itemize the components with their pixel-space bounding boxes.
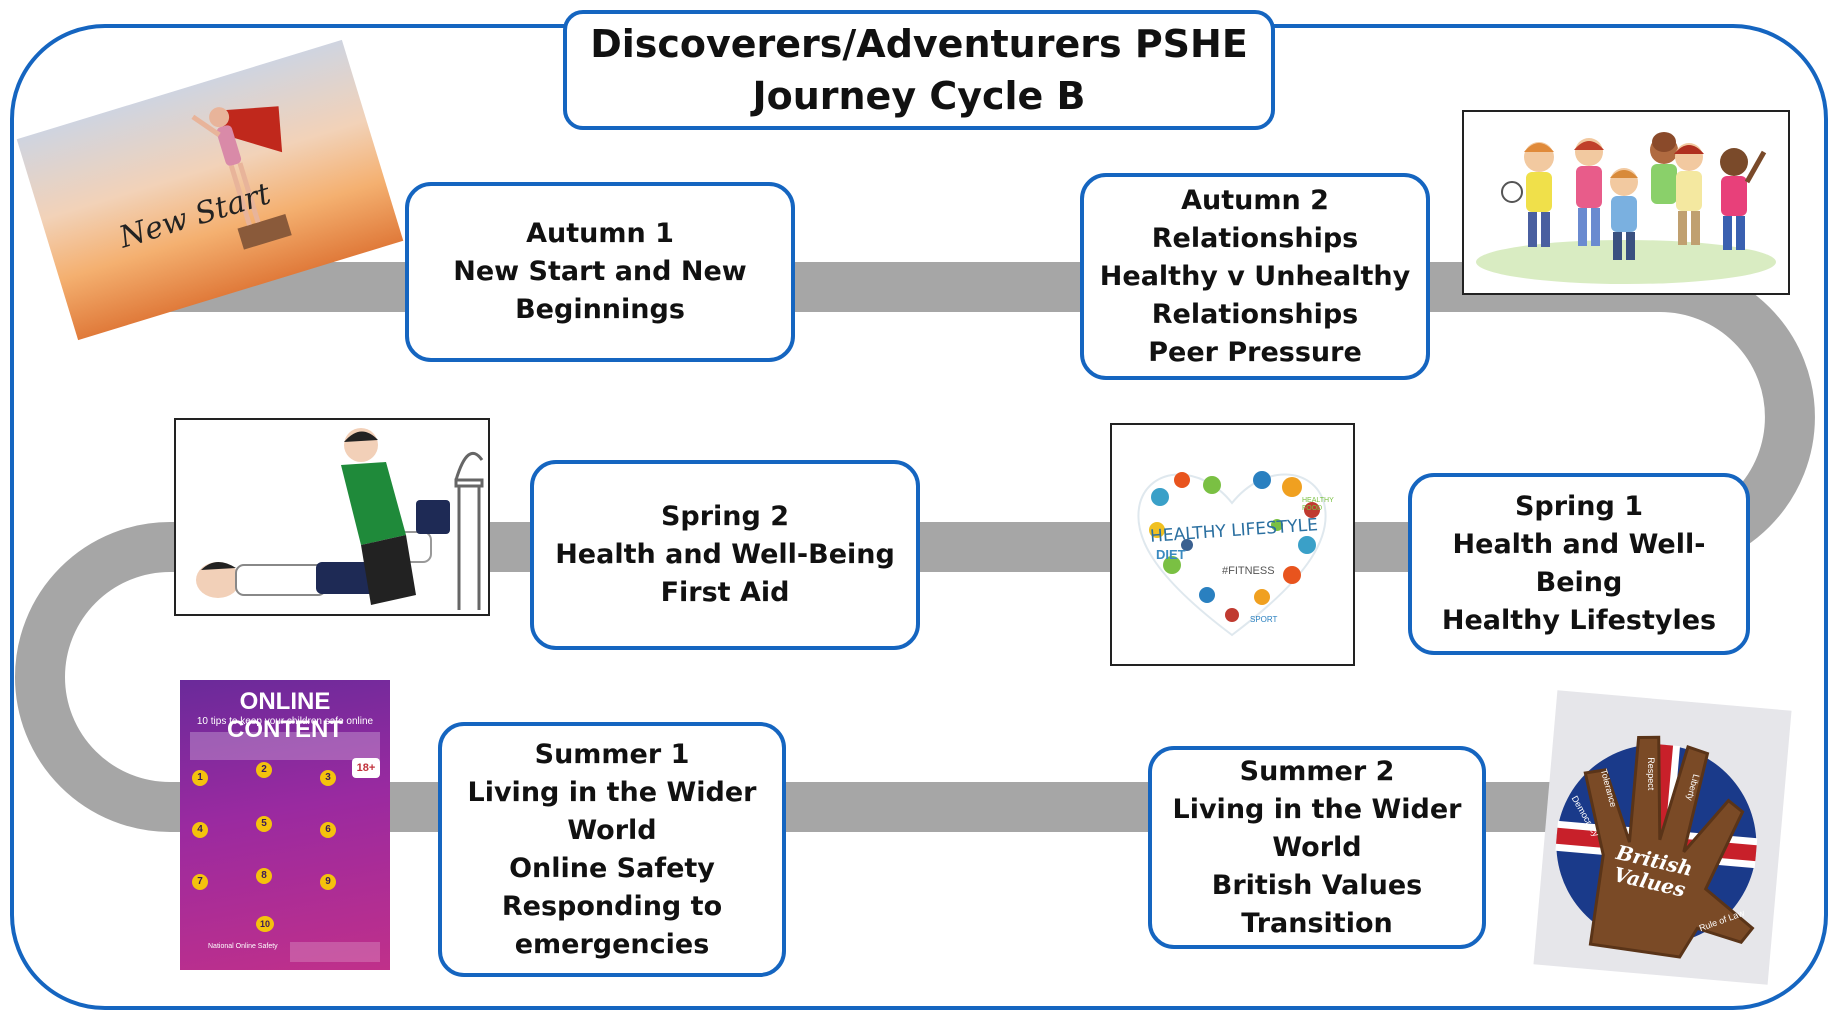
stop-line: Peer Pressure: [1148, 336, 1362, 368]
poster-tip-number: 5: [256, 816, 272, 832]
stop-autumn-1: Autumn 1 New Start and New Beginnings: [405, 182, 795, 362]
title-line-1: Discoverers/Adventurers PSHE: [590, 22, 1248, 66]
stop-line: Health and Well-Being: [1452, 529, 1706, 598]
first-aid-image: [174, 418, 490, 616]
poster-tip-number: 8: [256, 868, 272, 884]
poster-tip-number: 9: [320, 874, 336, 890]
stop-term: Summer 2: [1239, 755, 1395, 787]
poster-tip-number: 7: [192, 874, 208, 890]
title-line-2: Journey Cycle B: [752, 74, 1086, 118]
stop-line: Living in the Wider: [467, 776, 757, 808]
stop-term: Spring 2: [660, 501, 790, 532]
tag-fitness: #FITNESS: [1222, 565, 1275, 577]
healthy-lifestyle-image: HEALTHY LIFESTYLE DIET #FITNESS HEALTHY …: [1110, 423, 1355, 666]
children-playing-image: [1462, 110, 1790, 295]
stop-line: Healthy v Unhealthy: [1099, 260, 1411, 292]
poster-badge-18: 18+: [352, 758, 380, 778]
tag-sport: SPORT: [1250, 615, 1278, 624]
online-content-poster: ONLINE CONTENT 10 tips to keep your chil…: [180, 680, 390, 970]
poster-tip-number: 6: [320, 822, 336, 838]
stop-summer-2: Summer 2 Living in the Wider World Briti…: [1148, 746, 1486, 949]
stop-term: Autumn 1: [526, 218, 674, 249]
stop-line: emergencies: [514, 928, 710, 960]
stop-line: British Values: [1211, 869, 1423, 901]
stop-line: Relationships: [1151, 222, 1359, 254]
stop-line: Responding to: [501, 890, 723, 922]
stop-line: Healthy Lifestyles: [1441, 605, 1717, 636]
stop-term: Spring 1: [1514, 491, 1644, 522]
stop-spring-2: Spring 2 Health and Well-Being First Aid: [530, 460, 920, 650]
stop-line: Transition: [1241, 907, 1393, 939]
stop-line: World: [567, 814, 657, 846]
british-values-image: British Values Tolerance Respect Liberty…: [1533, 690, 1792, 985]
new-start-image: New Start: [16, 39, 404, 341]
stop-term: Autumn 2: [1181, 184, 1329, 216]
poster-tip-number: 10: [256, 916, 274, 932]
tag-diet: DIET: [1156, 547, 1186, 562]
poster-body: [190, 732, 380, 760]
stop-term: Summer 1: [534, 738, 690, 770]
poster-footer-bar: [290, 942, 380, 962]
stop-line: New Start and New: [453, 256, 747, 287]
stop-line: Health and Well-Being: [555, 539, 895, 570]
stop-summer-1: Summer 1 Living in the Wider World Onlin…: [438, 722, 786, 977]
poster-tip-number: 1: [192, 770, 208, 786]
stop-line: Beginnings: [515, 294, 685, 325]
stop-spring-1: Spring 1 Health and Well-Being Healthy L…: [1408, 473, 1750, 655]
finger-respect: Respect: [1646, 757, 1657, 791]
poster-title: ONLINE CONTENT: [227, 688, 343, 743]
tag-healthy-food: HEALTHY FOOD: [1302, 497, 1334, 512]
poster-subtitle: 10 tips to keep your children safe onlin…: [196, 716, 374, 727]
stop-line: First Aid: [660, 577, 790, 608]
stop-line: World: [1272, 831, 1362, 863]
stop-line: Relationships: [1151, 298, 1359, 330]
stop-line: Online Safety: [509, 852, 715, 884]
page-title: Discoverers/Adventurers PSHE Journey Cyc…: [563, 10, 1275, 130]
poster-footer: National Online Safety: [208, 943, 278, 950]
stop-autumn-2: Autumn 2 Relationships Healthy v Unhealt…: [1080, 173, 1430, 380]
poster-tip-number: 4: [192, 822, 208, 838]
poster-tip-number: 2: [256, 762, 272, 778]
stop-line: Living in the Wider: [1172, 793, 1462, 825]
poster-tip-number: 3: [320, 770, 336, 786]
